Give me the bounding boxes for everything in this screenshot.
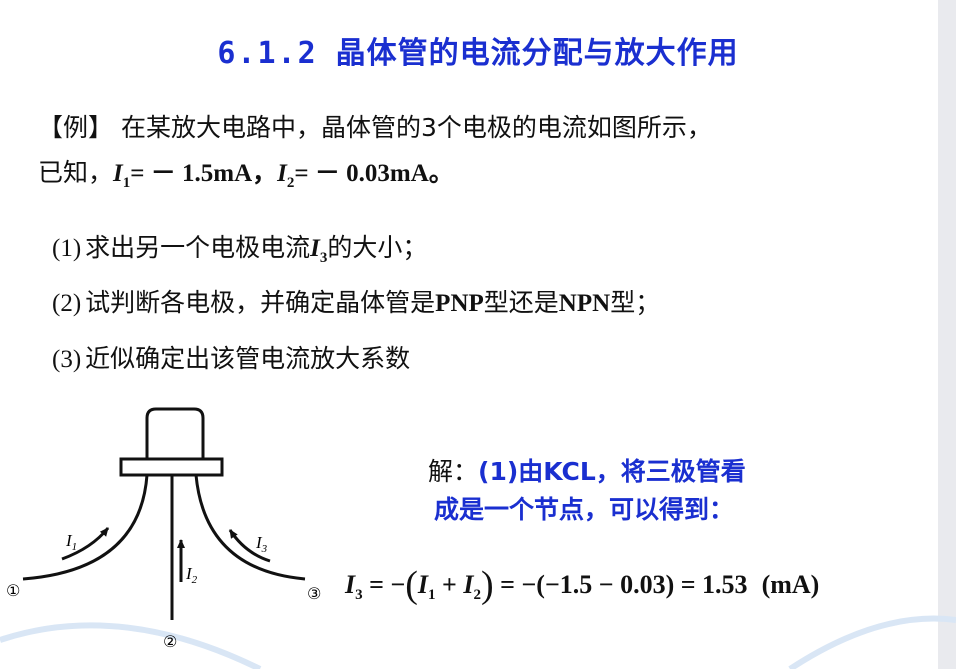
- window-edge: [938, 0, 956, 669]
- lead-3: [194, 474, 306, 581]
- question-3: (3)近似确定出该管电流放大系数: [52, 344, 411, 373]
- transistor-flange: [119, 457, 224, 477]
- example-line-1: 【例】 在某放大电路中，晶体管的3个电极的电流如图所示，: [38, 108, 712, 144]
- i1-given: I1= － 1.5mA，: [113, 160, 278, 191]
- lead-1: [22, 474, 149, 581]
- solution-line-1: 解：(1)由KCL，将三极管看: [428, 457, 746, 486]
- node-2-label: ②: [163, 632, 177, 651]
- transistor-cap: [145, 407, 205, 459]
- example-tag: 【例】: [38, 113, 114, 142]
- i3-arrow: [228, 529, 271, 563]
- section-number: 6.1.2: [217, 36, 318, 71]
- section-title: 晶体管的电流分配与放大作用: [335, 36, 739, 71]
- i1-label: I1: [65, 531, 77, 553]
- node-3-label: ③: [307, 584, 321, 603]
- question-1: (1)求出另一个电极电流I3的大小；: [52, 233, 428, 266]
- decor-swoosh-left: [0, 622, 262, 669]
- node-1-label: ①: [6, 581, 20, 600]
- decor-swoosh-right: [788, 615, 956, 669]
- question-2: (2)试判断各电极，并确定晶体管是PNP型还是NPN型；: [52, 288, 661, 317]
- example-text-2: 已知，: [38, 158, 114, 187]
- example-text-1: 在某放大电路中，晶体管的3个电极的电流如图所示，: [120, 113, 712, 142]
- i2-given: I2= － 0.03mA。: [277, 160, 454, 191]
- i1-arrow: [61, 527, 110, 561]
- i3-label: I3: [255, 533, 268, 555]
- kcl-formula: I3 = −(I1 + I2) = −(−1.5 − 0.03) = 1.53(…: [345, 564, 820, 606]
- i2-label: I2: [185, 564, 198, 586]
- solution-line-2: 成是一个节点，可以得到：: [434, 495, 735, 524]
- example-line-2: 已知，I1= － 1.5mA，I2= － 0.03mA。: [38, 153, 454, 192]
- page-title: 6.1.2 晶体管的电流分配与放大作用: [0, 28, 956, 72]
